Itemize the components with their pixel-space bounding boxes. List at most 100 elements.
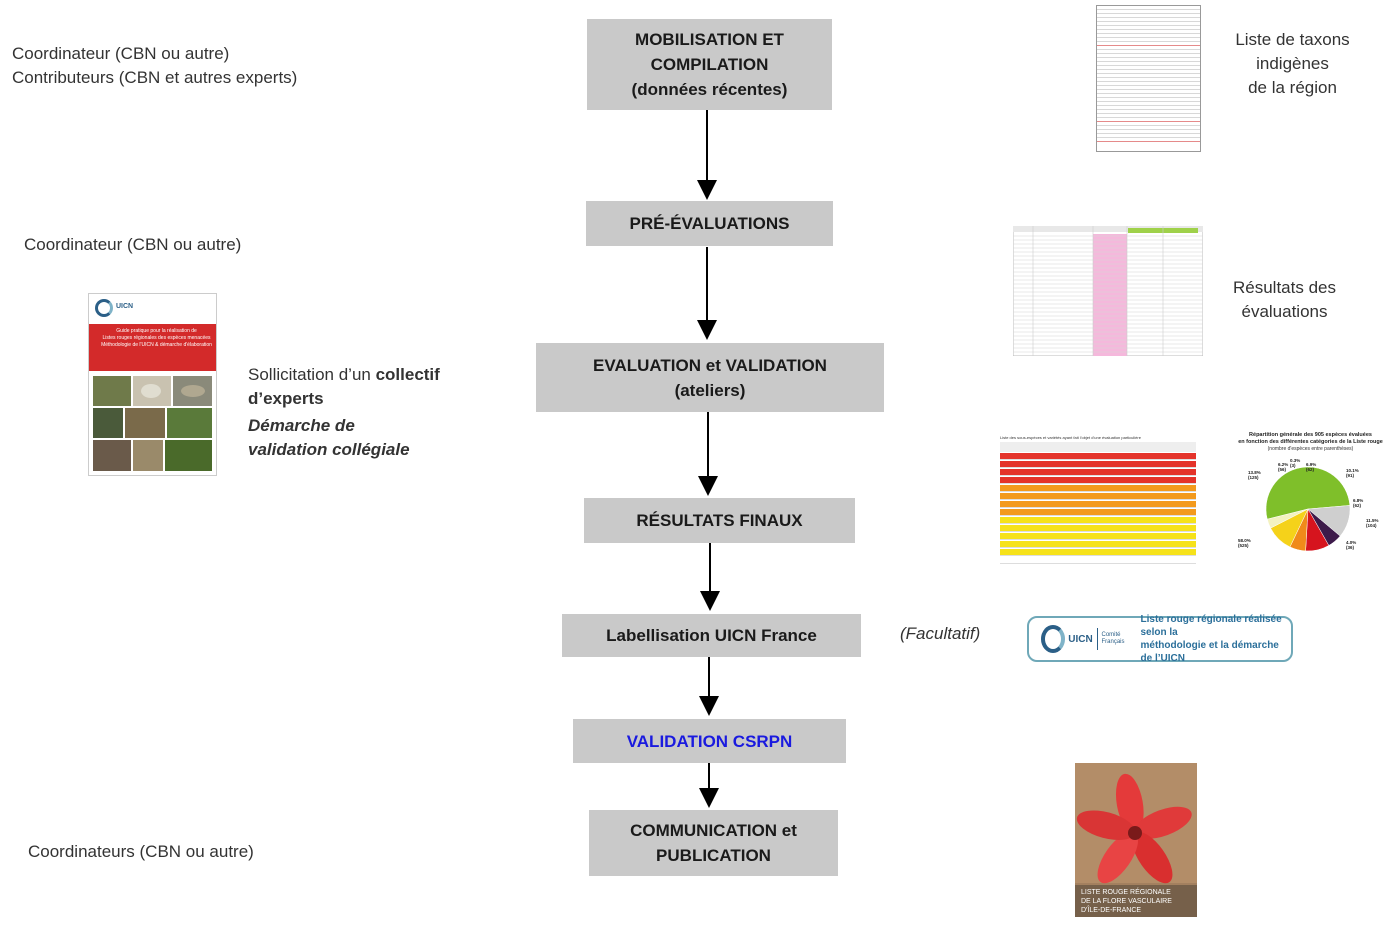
uicn-badge-logo-icon xyxy=(1041,625,1066,653)
guide-cover-photos xyxy=(93,376,212,471)
table-band xyxy=(1000,469,1196,476)
facultatif-text: (Facultatif) xyxy=(900,624,981,643)
table-band xyxy=(1000,493,1196,500)
table-band xyxy=(1000,453,1196,460)
actors-text-1: Coordinateur (CBN ou autre) Contributeur… xyxy=(12,44,298,87)
sheet-row xyxy=(1097,18,1200,22)
evaluation-spreadsheet-image xyxy=(1013,226,1203,356)
badge-text: Liste rouge régionale réalisée selon la … xyxy=(1140,614,1282,664)
sheet-row xyxy=(1097,118,1200,122)
pie-label: 58.0%(525) xyxy=(1238,538,1251,548)
sheet-row xyxy=(1097,82,1200,86)
sheet-row xyxy=(1097,130,1200,134)
step-mobilisation-label: MOBILISATION ET COMPILATION (données réc… xyxy=(631,30,788,99)
pie-label: 11.5%(104) xyxy=(1366,518,1379,528)
sheet-row xyxy=(1097,102,1200,106)
sheet-row xyxy=(1097,114,1200,118)
sheet-row xyxy=(1097,54,1200,58)
step-communication: COMMUNICATION et PUBLICATION xyxy=(589,810,838,876)
sheet-row xyxy=(1097,94,1200,98)
badge-small-text: Comité Français xyxy=(1101,632,1125,645)
sheet-row xyxy=(1097,90,1200,94)
pie-chart-image: Répartition générale des 905 espèces éva… xyxy=(1228,432,1393,567)
sheet-row xyxy=(1097,78,1200,82)
sheet-row xyxy=(1097,62,1200,66)
pie-svg: 13.8%(125) 6.2%(56)0.3%(3) 6.9%(62) 10.1%(9… xyxy=(1238,458,1379,552)
pie-label: 6.9%(62) xyxy=(1306,462,1316,472)
table-band xyxy=(1000,485,1196,492)
sheet-row xyxy=(1097,70,1200,74)
sheet-row xyxy=(1097,22,1200,26)
collectif-bold: collectif d’experts xyxy=(248,365,440,408)
pie-label: 6.8%(62) xyxy=(1353,498,1363,508)
step-communication-label: COMMUNICATION et PUBLICATION xyxy=(630,821,797,865)
sheet-row xyxy=(1097,50,1200,54)
table-band xyxy=(1000,501,1196,508)
table-band xyxy=(1000,517,1196,524)
table-band xyxy=(1000,461,1196,468)
poster-title: LISTE ROUGE RÉGIONALE DE LA FLORE VASCUL… xyxy=(1081,889,1172,914)
demarche-text: Démarche de validation collégiale xyxy=(248,416,410,459)
pie-slice-lc xyxy=(1265,466,1351,520)
sheet-row xyxy=(1097,138,1200,142)
sheet-row xyxy=(1097,106,1200,110)
actors-text-2: Coordinateur (CBN ou autre) xyxy=(24,235,242,254)
sheet-row xyxy=(1097,86,1200,90)
sheet-row xyxy=(1097,46,1200,50)
guide-cover-title: Guide pratique pour la réalisation de Li… xyxy=(101,328,212,348)
pie-title: Répartition générale des 905 espèces éva… xyxy=(1238,432,1383,445)
final-results-table-image: Liste des sous-espèces et variétés ayant… xyxy=(1000,435,1196,565)
red-flower-image xyxy=(1075,763,1197,931)
sheet-row xyxy=(1097,98,1200,102)
step-pre-evaluations: PRÉ-ÉVALUATIONS xyxy=(586,201,833,246)
table-band xyxy=(1000,533,1196,540)
table-band xyxy=(1000,557,1196,564)
final-publication-poster-image: LISTE ROUGE RÉGIONALE DE LA FLORE VASCUL… xyxy=(1075,763,1197,931)
table-band xyxy=(1000,477,1196,484)
step-resultats-label: RÉSULTATS FINAUX xyxy=(636,511,803,530)
pie-label: 4.0%(36) xyxy=(1346,540,1356,550)
sheet-row xyxy=(1097,66,1200,70)
sheet-row xyxy=(1097,14,1200,18)
taxa-list-text: Liste de taxons indigènes de la région xyxy=(1235,30,1350,97)
sheet-row xyxy=(1097,122,1200,126)
results-evaluations-text: Résultats des évaluations xyxy=(1233,278,1336,321)
guide-cover-logo-text: UICN xyxy=(116,303,134,310)
pie-slice-nt xyxy=(1266,508,1309,529)
sheet-row xyxy=(1097,58,1200,62)
pie-label: 0.3%(3) xyxy=(1290,458,1300,468)
pie-label: 10.1%(91) xyxy=(1346,468,1359,478)
uicn-logo-icon xyxy=(95,299,113,317)
step-validation-csrpn: VALIDATION CSRPN xyxy=(573,719,846,763)
sheet-row xyxy=(1097,134,1200,138)
table-band xyxy=(1000,525,1196,532)
pie-label: 6.2%(56) xyxy=(1278,462,1288,472)
sheet-row xyxy=(1097,30,1200,34)
step-pre-evaluations-label: PRÉ-ÉVALUATIONS xyxy=(629,214,790,233)
step-evaluation-validation: EVALUATION et VALIDATION (ateliers) xyxy=(536,343,884,412)
guide-cover-image: UICN Guide pratique pour la réalisation … xyxy=(88,293,217,476)
table-band xyxy=(1000,541,1196,548)
actors-text-3: Coordinateurs (CBN ou autre) xyxy=(28,842,254,861)
step-labellisation: Labellisation UICN France xyxy=(562,614,861,657)
sheet-row xyxy=(1097,42,1200,46)
sheet-row xyxy=(1097,6,1200,10)
step-csrpn-label: VALIDATION CSRPN xyxy=(626,731,793,751)
sheet-row xyxy=(1097,110,1200,114)
pie-label: 13.8%(125) xyxy=(1248,470,1261,480)
uicn-label-badge: UICN Comité Français Liste rouge régiona… xyxy=(1027,614,1293,664)
step-evaluation-label: EVALUATION et VALIDATION (ateliers) xyxy=(593,355,827,400)
sheet-row xyxy=(1097,26,1200,30)
collectif-text: Sollicitation d’un collectif d’experts xyxy=(248,339,440,411)
taxa-list-image xyxy=(1096,5,1201,152)
table-band xyxy=(1000,509,1196,516)
sheet-row xyxy=(1097,10,1200,14)
sheet-row xyxy=(1097,74,1200,78)
pie-subtitle: (nombre d'espèces entre parenthèses) xyxy=(1267,446,1354,452)
badge-logo-text: UICN xyxy=(1068,633,1093,645)
results-table-title: Liste des sous-espèces et variétés ayant… xyxy=(1000,435,1141,440)
table-band xyxy=(1000,549,1196,556)
collectif-prefix: Sollicitation d’un xyxy=(248,365,376,384)
step-mobilisation: MOBILISATION ET COMPILATION (données réc… xyxy=(587,19,832,110)
